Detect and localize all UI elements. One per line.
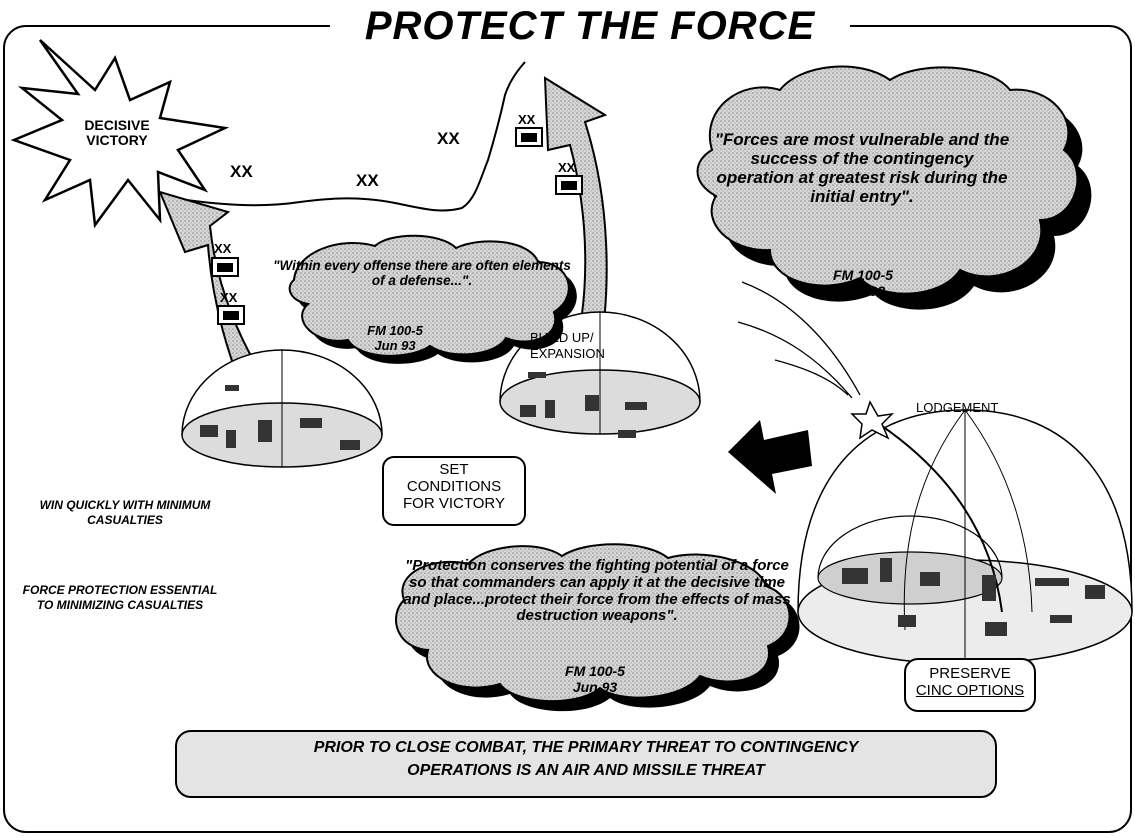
lodgement-label: LODGEMENT bbox=[916, 400, 999, 415]
quote-protection: "Protection conserves the fighting poten… bbox=[403, 557, 791, 625]
quote-protection-ref: FM 100-5 Jun 93 bbox=[535, 663, 655, 695]
block-arrow bbox=[728, 420, 812, 494]
front-line bbox=[171, 61, 526, 212]
cloud-initial-entry bbox=[696, 65, 1079, 295]
cinc-options-label: CINC OPTIONS bbox=[915, 681, 1025, 699]
build-up-label: BUILD UP/ EXPANSION bbox=[530, 330, 605, 361]
ref-manual: FM 100-5 bbox=[367, 323, 423, 338]
ref-manual: FM 100-5 bbox=[833, 267, 893, 283]
division-marker: XX bbox=[437, 129, 460, 148]
set-conditions-box: SET CONDITIONS FOR VICTORY bbox=[382, 456, 526, 526]
decisive-victory-burst bbox=[10, 39, 230, 229]
unit-label: XX bbox=[214, 241, 232, 256]
force-protection-text: FORCE PROTECTION ESSENTIAL TO MINIMIZING… bbox=[22, 583, 218, 612]
ref-date: Jun 93 bbox=[840, 282, 886, 299]
cloud-protection bbox=[395, 543, 791, 703]
victory-label: VICTORY bbox=[86, 131, 148, 148]
quote-initial-entry-ref: FM 100-5 Jun 93 bbox=[808, 267, 918, 299]
unit-symbols bbox=[211, 127, 583, 325]
dome-set-conditions bbox=[181, 349, 383, 468]
unit-label: XX bbox=[558, 160, 576, 175]
win-quickly-text: WIN QUICKLY WITH MINIMUM CASUALTIES bbox=[39, 498, 211, 527]
division-marker: XX bbox=[356, 171, 379, 190]
preserve-label: PRESERVE bbox=[929, 665, 1011, 682]
quote-initial-entry: "Forces are most vulnerable and the succ… bbox=[714, 130, 1010, 207]
decisive-label: DECISIVE bbox=[84, 117, 150, 133]
set-conditions-text: SET CONDITIONS FOR VICTORY bbox=[403, 461, 505, 512]
unit-label: XX bbox=[220, 290, 238, 305]
quote-offense-defense-ref: FM 100-5 Jun 93 bbox=[340, 323, 450, 353]
cloud-offense-defense bbox=[288, 234, 570, 357]
division-marker: XX bbox=[230, 162, 253, 181]
primary-threat-banner: PRIOR TO CLOSE COMBAT, THE PRIMARY THREA… bbox=[175, 730, 997, 798]
ref-manual: FM 100-5 bbox=[565, 663, 625, 679]
unit-label: XX bbox=[518, 112, 536, 127]
page-title: PROTECT THE FORCE bbox=[330, 4, 850, 49]
preserve-cinc-options-box: PRESERVE CINC OPTIONS bbox=[904, 658, 1036, 712]
advance-arrow-right bbox=[543, 76, 608, 363]
ref-date: Jun 93 bbox=[572, 678, 618, 695]
primary-threat-line2: OPERATIONS IS AN AIR AND MISSILE THREAT bbox=[407, 762, 765, 780]
ref-date: Jun 93 bbox=[374, 337, 416, 353]
dome-lodgement bbox=[797, 400, 1133, 665]
decisive-victory-label: DECISIVE VICTORY bbox=[52, 118, 182, 147]
missile-trails bbox=[737, 281, 861, 399]
primary-threat-line1: PRIOR TO CLOSE COMBAT, THE PRIMARY THREA… bbox=[313, 739, 859, 756]
quote-offense-defense: "Within every offense there are often el… bbox=[273, 258, 571, 289]
